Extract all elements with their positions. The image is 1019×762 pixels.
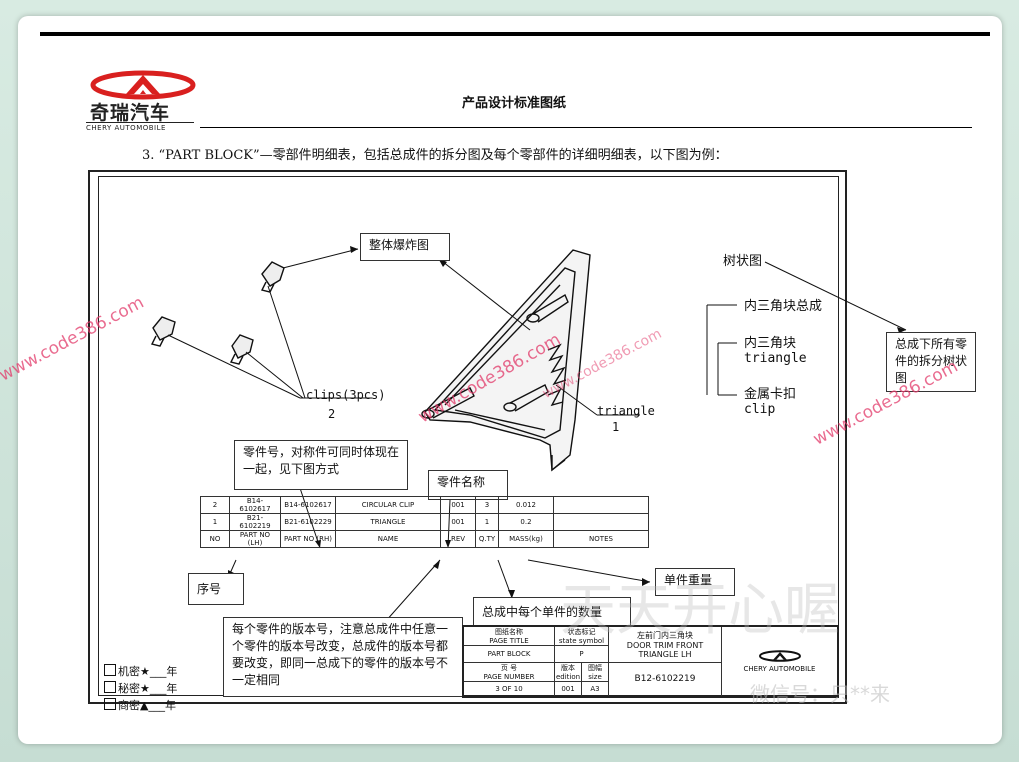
table-cell: B14-6102617 xyxy=(280,496,336,514)
table-cell: 001 xyxy=(440,496,476,514)
watermark-gray-2: 微信号：只**来 xyxy=(750,682,890,706)
table-row: 2 B14-6102617 B14-6102617 CIRCULAR CLIP … xyxy=(200,496,649,514)
table-header-cell: NAME xyxy=(335,530,441,548)
callout-part-number: 零件号，对称件可同时体现在一起，见下图方式 xyxy=(234,440,408,490)
tb-part-number: B12-6102219 xyxy=(608,662,722,697)
table-cell: B21-6102229 xyxy=(280,513,336,531)
tree-root: 内三角块总成 xyxy=(744,299,823,314)
table-cell: B21-6102219 xyxy=(229,513,281,531)
table-cell: 3 xyxy=(475,496,499,514)
table-header-cell: NO xyxy=(200,530,230,548)
table-cell xyxy=(553,496,649,514)
top-rule xyxy=(40,32,990,36)
tb-page-title-value: PART BLOCK xyxy=(462,645,555,663)
confidential-mark-1: 机密★___年 xyxy=(104,663,177,679)
drawing-frame xyxy=(88,170,847,704)
callout-exploded-view: 整体爆炸图 xyxy=(360,233,450,261)
tree-title: 树状图 xyxy=(723,254,763,269)
callout-sequence: 序号 xyxy=(188,573,244,605)
table-cell: CIRCULAR CLIP xyxy=(335,496,441,514)
table-header-cell: REV xyxy=(440,530,476,548)
table-header-row: NO PART NO (LH) PART NO (RH) NAME REV Q.… xyxy=(200,530,649,548)
tree-child2-en: clip xyxy=(744,402,776,417)
table-header-cell: PART NO (RH) xyxy=(280,530,336,548)
confidential-mark-2: 秘密★___年 xyxy=(104,680,177,696)
triangle-number: 1 xyxy=(612,420,620,434)
tree-child1-cn: 内三角块 xyxy=(744,336,797,351)
watermark-gray-1: 天天开心喔 xyxy=(560,578,840,643)
callout-unit-weight: 单件重量 xyxy=(655,568,735,596)
tb-edition-value: 001 xyxy=(554,681,582,697)
table-cell: TRIANGLE xyxy=(335,513,441,531)
parts-table: 2 B14-6102617 B14-6102617 CIRCULAR CLIP … xyxy=(200,496,649,548)
table-cell: 1 xyxy=(475,513,499,531)
table-cell: B14-6102617 xyxy=(229,496,281,514)
table-cell: 0.2 xyxy=(498,513,554,531)
chery-logo-small-icon xyxy=(758,650,801,663)
table-row: 1 B21-6102219 B21-6102229 TRIANGLE 001 1… xyxy=(200,513,649,531)
confidential-mark-3: 商密▲___年 xyxy=(104,697,176,713)
callout-revision: 每个零件的版本号，注意总成件中任意一个零件的版本号改变，总成件的版本号都要改变，… xyxy=(223,617,463,697)
table-cell: 2 xyxy=(200,496,230,514)
clips-label: clips(3pcs) xyxy=(306,388,386,402)
table-cell xyxy=(553,513,649,531)
tree-child2-cn: 金属卡扣 xyxy=(744,387,797,402)
brand-name-en: CHERY AUTOMOBILE xyxy=(86,122,194,132)
tb-page-number-value: 3 OF 10 xyxy=(462,681,555,697)
table-header-cell: NOTES xyxy=(553,530,649,548)
triangle-label: triangle xyxy=(597,404,655,418)
brand-name-cn: 奇瑞汽车 xyxy=(90,102,171,124)
table-cell: 1 xyxy=(200,513,230,531)
intro-text: 3. “PART BLOCK”—零部件明细表，包括总成件的拆分图及每个零部件的详… xyxy=(142,148,728,163)
clips-number: 2 xyxy=(328,407,336,421)
tree-child1-en: triangle xyxy=(744,351,807,366)
header-rule xyxy=(200,127,972,128)
table-header-cell: Q.TY xyxy=(475,530,499,548)
chery-logo-icon xyxy=(90,70,196,100)
callout-tree: 总成下所有零件的拆分树状图 xyxy=(886,332,976,392)
callout-part-name: 零件名称 xyxy=(428,470,508,500)
table-cell: 0.012 xyxy=(498,496,554,514)
tb-company: CHERY AUTOMOBILE xyxy=(721,625,839,697)
document-title: 产品设计标准图纸 xyxy=(462,96,567,111)
table-header-cell: MASS(kg) xyxy=(498,530,554,548)
tb-size-value: A3 xyxy=(581,681,609,697)
tb-state-value: P xyxy=(554,645,609,663)
table-cell: 001 xyxy=(440,513,476,531)
table-header-cell: PART NO (LH) xyxy=(229,530,281,548)
